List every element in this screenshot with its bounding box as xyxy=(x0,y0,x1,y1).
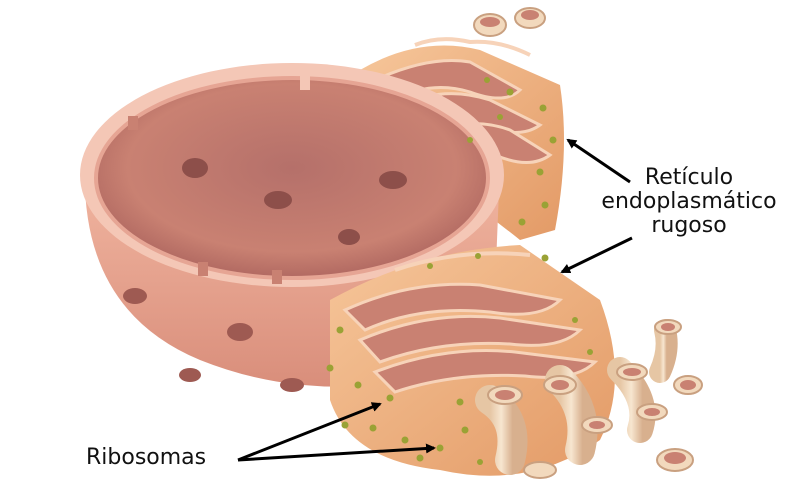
nuclear-pore xyxy=(227,323,253,341)
nuclear-pore xyxy=(182,158,208,178)
vesicles-top xyxy=(473,7,546,37)
nuclear-pore xyxy=(338,229,360,245)
nuclear-pore xyxy=(379,171,407,189)
rer-label-line1: Retículo xyxy=(644,165,734,190)
tubular-network xyxy=(475,319,703,479)
rer-label-line2: endoplasmático xyxy=(601,189,777,214)
arrow-rer-lower xyxy=(560,236,633,274)
arrow-ribosome-lower xyxy=(237,443,436,462)
rer-label-line3: rugoso xyxy=(651,213,727,238)
nuclear-pore xyxy=(179,368,201,382)
nuclear-pore xyxy=(264,191,292,209)
arrow-ribosome-upper xyxy=(237,402,382,462)
arrow-rer-upper xyxy=(566,138,631,184)
nuclear-pore xyxy=(123,288,147,304)
ribosomes xyxy=(326,77,593,465)
rer-label: Retículo endoplasmático rugoso xyxy=(584,166,794,238)
ribosomes-label: Ribosomas xyxy=(86,445,207,470)
lower-er-stack xyxy=(330,245,615,476)
label-arrows xyxy=(237,138,633,462)
nuclear-pore xyxy=(280,378,304,392)
